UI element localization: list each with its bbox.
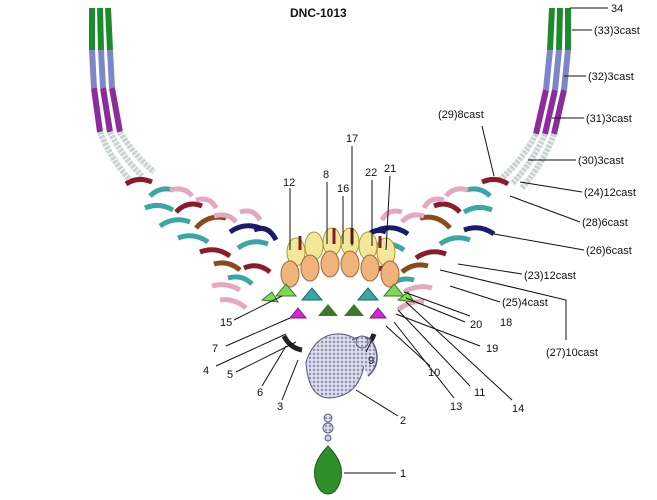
part-label-2: 2 [400,415,406,427]
cast-label-32: (32)3cast [588,71,634,83]
part-label-17: 17 [346,133,358,145]
cast-label-30: (30)3cast [578,155,624,167]
part-label-19: 19 [486,343,498,355]
pendant-drop [314,413,342,495]
part-label-22: 22 [365,167,377,179]
part-label-5: 5 [227,369,233,381]
part-label-9: 9 [368,355,374,367]
part-label-20: 20 [470,319,482,331]
cast-label-29: (29)8cast [438,109,484,121]
leader-lines [215,7,608,474]
part-label-6: 6 [257,387,263,399]
diagram-title: DNC-1013 [290,6,347,20]
part-label-15: 15 [220,317,232,329]
left-strand-purple [91,87,123,133]
left-strand-chain [97,130,156,183]
peacock-fan [260,227,415,353]
part-label-4: 4 [203,365,209,377]
cast-label-33: (33)3cast [594,25,640,37]
part-number-labels: 12 8 16 17 22 21 15 7 4 5 6 3 20 18 19 9… [203,133,524,480]
left-strand-blue [89,49,115,89]
right-strand-green [547,7,571,51]
right-strand-purple [533,89,567,135]
right-chain-strands [497,7,571,190]
left-wing-feathers [124,176,279,310]
cast-label-34: 34 [611,3,623,15]
part-label-21: 21 [384,163,396,175]
part-label-11: 11 [474,387,485,399]
left-chain-strands [89,7,156,183]
peacock-body [305,333,378,399]
part-label-7: 7 [212,343,218,355]
part-label-13: 13 [450,401,462,413]
cast-label-27: (27)10cast [546,347,598,359]
cast-label-31: (31)3cast [586,113,632,125]
part-label-1: 1 [400,468,406,480]
part-label-12: 12 [283,177,295,189]
left-strand-green [89,7,113,51]
cast-label-25: (25)4cast [502,297,548,309]
cast-label-28: (28)6cast [582,217,628,229]
part-label-16: 16 [337,183,349,195]
right-strand-chain [497,132,557,190]
cast-label-24: (24)12cast [584,187,636,199]
part-label-10: 10 [428,367,440,379]
part-label-14: 14 [512,403,524,415]
part-label-8: 8 [323,169,329,181]
right-strand-blue [543,49,571,91]
cast-label-23: (23)12cast [524,270,576,282]
cast-count-labels: 34 (33)3cast (32)3cast (31)3cast (29)8ca… [438,3,640,359]
cast-label-26: (26)6cast [586,245,632,257]
part-label-18: 18 [500,317,512,329]
part-label-3: 3 [277,401,283,413]
